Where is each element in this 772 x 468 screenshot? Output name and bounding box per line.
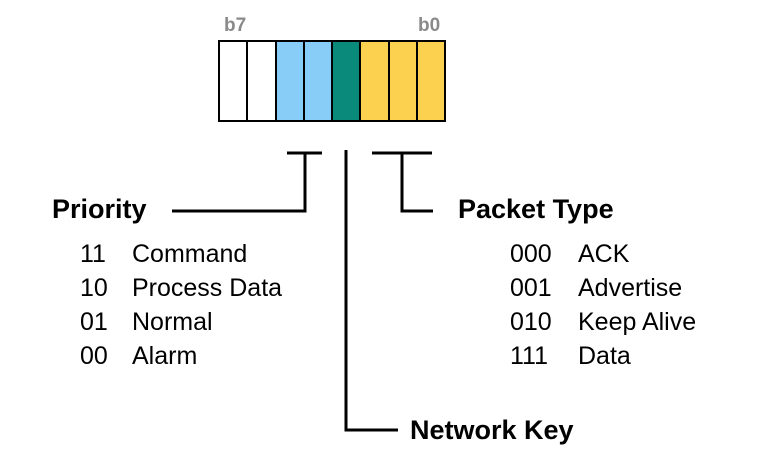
bit-cell-7 [220, 42, 247, 120]
priority-item: 10 Process Data [80, 271, 282, 305]
network-key-title: Network Key [410, 415, 574, 445]
packet-type-label: Advertise [578, 274, 683, 302]
packet-type-code: 111 [510, 342, 549, 370]
packet-type-code: 001 [510, 274, 552, 302]
bit-cell-2 [359, 42, 388, 120]
packet-type-item: 001 Advertise [510, 271, 696, 305]
packet-type-item: 000 ACK [510, 237, 696, 271]
priority-item: 11 Command [80, 237, 282, 271]
packet-type-label: Keep Alive [578, 308, 697, 336]
packet-type-label: Data [578, 342, 631, 370]
bit-cell-6 [246, 42, 275, 120]
priority-code: 01 [80, 308, 108, 336]
priority-title: Priority [52, 194, 147, 224]
packet-type-item: 010 Keep Alive [510, 305, 696, 339]
priority-item: 01 Normal [80, 305, 282, 339]
priority-label: Process Data [132, 274, 283, 302]
packet-type-label: ACK [578, 240, 630, 268]
bit-cell-3 [331, 42, 360, 120]
bit-cell-1 [387, 42, 416, 120]
priority-label: Normal [132, 308, 213, 336]
network-key-connector [344, 150, 398, 432]
priority-label: Alarm [132, 342, 198, 370]
priority-values: 11 Command 10 Process Data 01 Normal 00 … [80, 237, 282, 373]
packet-type-code: 000 [510, 240, 552, 268]
bit-cell-0 [415, 42, 444, 120]
packet-type-item: 111 Data [510, 339, 696, 373]
packet-type-connector [400, 153, 433, 213]
priority-label: Command [132, 240, 248, 268]
packet-type-values: 000 ACK 001 Advertise 010 Keep Alive 111… [510, 237, 696, 373]
lsb-bit-label: b0 [418, 15, 441, 36]
priority-code: 11 [80, 240, 106, 268]
packet-type-title: Packet Type [458, 194, 614, 224]
bit-register [218, 40, 446, 122]
priority-code: 00 [80, 342, 108, 370]
msb-bit-label: b7 [224, 15, 247, 36]
bit-cell-5 [274, 42, 303, 120]
priority-code: 10 [80, 274, 108, 302]
priority-connector [172, 153, 307, 213]
priority-item: 00 Alarm [80, 339, 282, 373]
bit-cell-4 [302, 42, 331, 120]
packet-type-code: 010 [510, 308, 552, 336]
